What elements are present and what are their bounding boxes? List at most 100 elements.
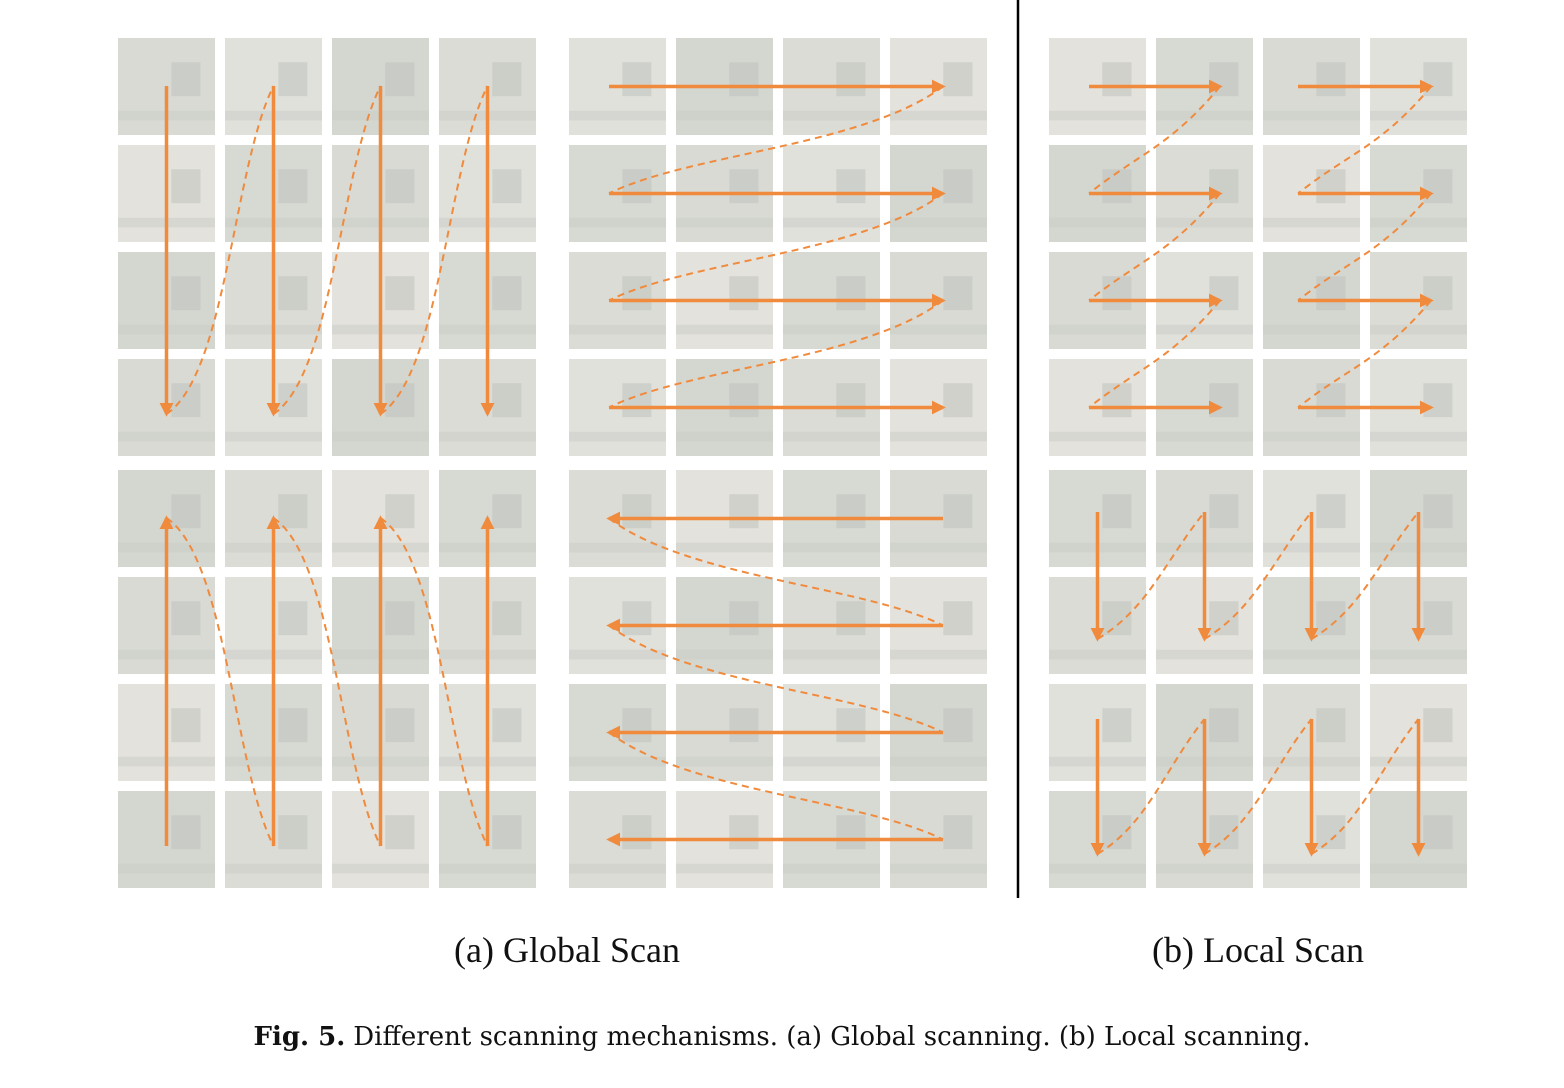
- tile-rooftop: [622, 383, 652, 418]
- transition-path: [608, 517, 944, 627]
- transition-path: [1310, 511, 1420, 640]
- panel-global-horizontal-left: [569, 470, 987, 888]
- tile-rooftop: [729, 494, 759, 529]
- tile-rooftop: [171, 815, 201, 850]
- tile-rooftop: [171, 494, 201, 529]
- tile-rooftop: [622, 601, 652, 636]
- tile-rooftop: [1209, 276, 1239, 311]
- subfigure-label-b: (b) Local Scan: [1152, 930, 1364, 970]
- tile-road: [1049, 217, 1146, 228]
- tile-rooftop: [1209, 383, 1239, 418]
- tile-road: [890, 324, 987, 335]
- tile-rooftop: [1423, 601, 1453, 636]
- tile-road: [1370, 324, 1467, 335]
- tile-road: [890, 431, 987, 442]
- transition-path: [1088, 192, 1221, 302]
- tile-road: [225, 431, 322, 442]
- tile-rooftop: [943, 383, 973, 418]
- tile-road: [1156, 863, 1253, 874]
- tile-rooftop: [622, 62, 652, 97]
- panel-global-vertical-down: [118, 38, 536, 456]
- tile-rooftop: [1423, 494, 1453, 529]
- tile-rooftop: [385, 815, 415, 850]
- tile-road: [118, 431, 215, 442]
- tile-rooftop: [278, 494, 308, 529]
- tile-road: [332, 863, 429, 874]
- tile-rooftop: [1102, 601, 1132, 636]
- tile-rooftop: [943, 62, 973, 97]
- tile-rooftop: [278, 169, 308, 204]
- tile-road: [890, 217, 987, 228]
- tile-rooftop: [622, 169, 652, 204]
- transition-path: [1088, 85, 1221, 195]
- tile-road: [439, 863, 536, 874]
- panel-local-vertical-down: [1049, 470, 1467, 888]
- tile-rooftop: [943, 276, 973, 311]
- tile-rooftop: [836, 494, 866, 529]
- tile-rooftop: [1209, 169, 1239, 204]
- tile-road: [1370, 217, 1467, 228]
- tile-rooftop: [492, 276, 522, 311]
- tile-road: [225, 863, 322, 874]
- tile-rooftop: [278, 62, 308, 97]
- tile-road: [676, 863, 773, 874]
- subfigure-label-a: (a) Global Scan: [454, 930, 680, 970]
- tile-road: [569, 324, 666, 335]
- panel-global-vertical-up: [118, 470, 536, 888]
- transition-path: [608, 192, 944, 302]
- tile-road: [569, 542, 666, 553]
- tile-rooftop: [836, 815, 866, 850]
- tile-road: [890, 110, 987, 121]
- tile-rooftop: [385, 62, 415, 97]
- tile-rooftop: [622, 494, 652, 529]
- tile-rooftop: [278, 601, 308, 636]
- tile-rooftop: [492, 383, 522, 418]
- tile-rooftop: [171, 383, 201, 418]
- tile-rooftop: [1316, 276, 1346, 311]
- tile-rooftop: [622, 276, 652, 311]
- tile-road: [890, 649, 987, 660]
- tile-road: [783, 324, 880, 335]
- tile-road: [1370, 863, 1467, 874]
- tile-rooftop: [1102, 276, 1132, 311]
- tile-rooftop: [1209, 62, 1239, 97]
- tile-rooftop: [836, 276, 866, 311]
- tile-road: [890, 756, 987, 767]
- tile-rooftop: [1316, 815, 1346, 850]
- tile-rooftop: [729, 815, 759, 850]
- tile-road: [1263, 110, 1360, 121]
- tile-road: [783, 649, 880, 660]
- tile-rooftop: [492, 169, 522, 204]
- tile-rooftop: [492, 601, 522, 636]
- tile-road: [676, 756, 773, 767]
- tile-road: [676, 324, 773, 335]
- tile-rooftop: [1209, 601, 1239, 636]
- tile-rooftop: [729, 708, 759, 743]
- tile-rooftop: [836, 169, 866, 204]
- tile-rooftop: [385, 601, 415, 636]
- tile-rooftop: [729, 383, 759, 418]
- tile-rooftop: [1316, 708, 1346, 743]
- tile-rooftop: [492, 708, 522, 743]
- tile-rooftop: [622, 708, 652, 743]
- tile-rooftop: [171, 169, 201, 204]
- scanning-figure: (a) Global Scan (b) Local Scan: [118, 0, 1467, 970]
- panel-global-horizontal-right: [569, 38, 987, 456]
- transition-path: [1297, 192, 1432, 302]
- tile-road: [1263, 863, 1360, 874]
- tile-rooftop: [1316, 62, 1346, 97]
- tile-rooftop: [943, 494, 973, 529]
- caption-prefix: Fig. 5.: [253, 1022, 346, 1052]
- tile-road: [1263, 324, 1360, 335]
- tile-rooftop: [1102, 494, 1132, 529]
- tile-rooftop: [943, 169, 973, 204]
- tile-rooftop: [385, 276, 415, 311]
- tile-road: [676, 649, 773, 660]
- tile-rooftop: [278, 383, 308, 418]
- tile-rooftop: [836, 383, 866, 418]
- tile-rooftop: [278, 708, 308, 743]
- tile-road: [676, 110, 773, 121]
- tile-road: [569, 863, 666, 874]
- tile-road: [1156, 649, 1253, 660]
- tile-road: [1156, 324, 1253, 335]
